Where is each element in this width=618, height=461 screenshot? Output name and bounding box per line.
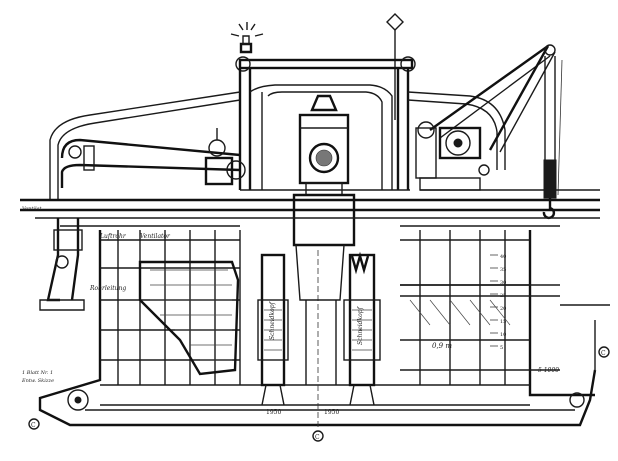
scale-mark: 10 xyxy=(500,332,506,338)
label-cylinder-right: Schneidkopf xyxy=(357,305,364,345)
scale-mark: 40 xyxy=(500,254,506,260)
cylinder-left xyxy=(257,253,289,406)
upper-frame xyxy=(235,56,416,190)
diamond-marker xyxy=(386,13,404,120)
scale-mark: 5 xyxy=(500,345,503,351)
label-bottom-left-a: 1 Blatt Nr. 1 xyxy=(22,370,53,376)
center-tower xyxy=(292,94,356,247)
svg-text:C: C xyxy=(315,434,320,441)
scale-mark: 35 xyxy=(500,267,506,273)
label-left-mid: Rohrleitung xyxy=(89,285,126,292)
scale-mark: 20 xyxy=(500,306,506,312)
top-lamp xyxy=(230,22,264,54)
label-right-dim: 5 1000 xyxy=(538,367,559,374)
waterline-right xyxy=(560,304,610,370)
scale-ticks xyxy=(490,254,498,347)
canopy xyxy=(49,84,506,200)
cutaway-left xyxy=(138,260,240,376)
crane xyxy=(415,44,563,220)
right-frame-grid xyxy=(400,230,560,385)
left-pipe xyxy=(60,128,246,188)
label-bottom-left-b: Entw. Skizze xyxy=(21,378,54,384)
circle-marker-left: C xyxy=(28,418,40,430)
scale-mark: 15 xyxy=(500,319,506,325)
hull xyxy=(38,230,597,427)
label-left-mid-b: Ventilat. xyxy=(22,206,44,212)
svg-text:C: C xyxy=(601,350,606,357)
circle-marker-bottom: C xyxy=(312,430,324,442)
left-exhaust xyxy=(39,218,85,311)
scale-numbers: 40 35 30 25 20 15 10 5 xyxy=(500,254,506,351)
label-dim-b: 1950 xyxy=(324,409,339,416)
svg-text:C: C xyxy=(31,422,36,429)
circle-marker-right: C xyxy=(598,346,610,358)
label-cylinder-left: Schneidkopf xyxy=(269,300,276,340)
scale-mark: 30 xyxy=(500,280,506,286)
scale-mark: 25 xyxy=(500,293,506,299)
label-top-left-a: Luftrohr xyxy=(99,233,127,240)
winch xyxy=(415,121,490,191)
label-right: 0,9 m xyxy=(432,342,452,350)
cylinder-right xyxy=(343,251,381,406)
drawing-labels: Luftrohr Ventilator Rohrleitung Ventilat… xyxy=(21,206,559,416)
main-deck xyxy=(20,189,600,227)
label-top-left-b: Ventilator xyxy=(140,233,171,240)
central-shaft xyxy=(295,244,345,430)
label-dim-a: 1950 xyxy=(266,409,281,416)
left-frame-grid xyxy=(100,230,241,385)
